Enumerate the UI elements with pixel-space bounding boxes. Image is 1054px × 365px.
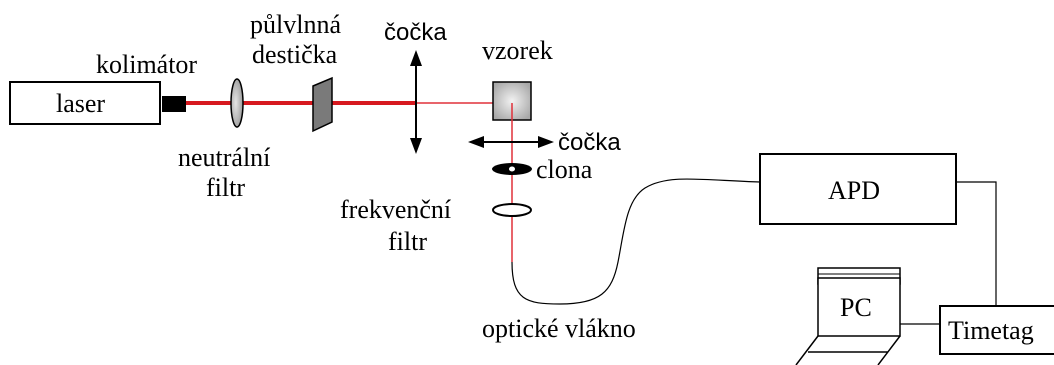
collimator-label: kolimátor <box>96 50 197 79</box>
lens-horizontal-arrow-right <box>538 136 554 148</box>
sample-label: vzorek <box>482 36 553 65</box>
lens-top-label: čočka <box>384 19 447 46</box>
half-wave-plate <box>312 76 333 133</box>
half-wave-plate-label-1: půlvlnná <box>250 10 341 39</box>
laser-box <box>9 81 161 125</box>
pc-label: PC <box>840 293 872 322</box>
lens-vertical-arrow-bottom <box>410 138 422 154</box>
apd-box <box>759 153 957 225</box>
frequency-filter-label-2: filtr <box>388 227 427 256</box>
lens-horizontal-arrow-left <box>468 136 484 148</box>
neutral-filter-label-1: neutrální <box>178 143 270 172</box>
timetag-box <box>939 305 1054 355</box>
frequency-filter-label-1: frekvenční <box>340 195 451 224</box>
apd-timetag-wire <box>956 181 997 306</box>
apd-label: APD <box>828 176 880 205</box>
aperture-label: clona <box>536 155 593 184</box>
frequency-filter <box>492 203 532 217</box>
pc-keyboard-outline <box>795 335 901 365</box>
laser-label: laser <box>56 89 105 118</box>
neutral-filter-label-2: filtr <box>206 173 245 202</box>
pc-screen <box>817 277 901 337</box>
optical-fiber-label: optické vlákno <box>482 314 636 343</box>
aperture-hole <box>509 166 515 172</box>
lens-vertical-arrow-top <box>410 50 422 66</box>
neutral-filter <box>230 78 244 128</box>
collimator <box>162 96 186 112</box>
half-wave-plate-label-2: destička <box>252 40 338 69</box>
lens-bottom-label: čočka <box>558 129 621 156</box>
timetag-label: Timetag <box>948 316 1034 345</box>
optical-fiber <box>511 178 761 305</box>
